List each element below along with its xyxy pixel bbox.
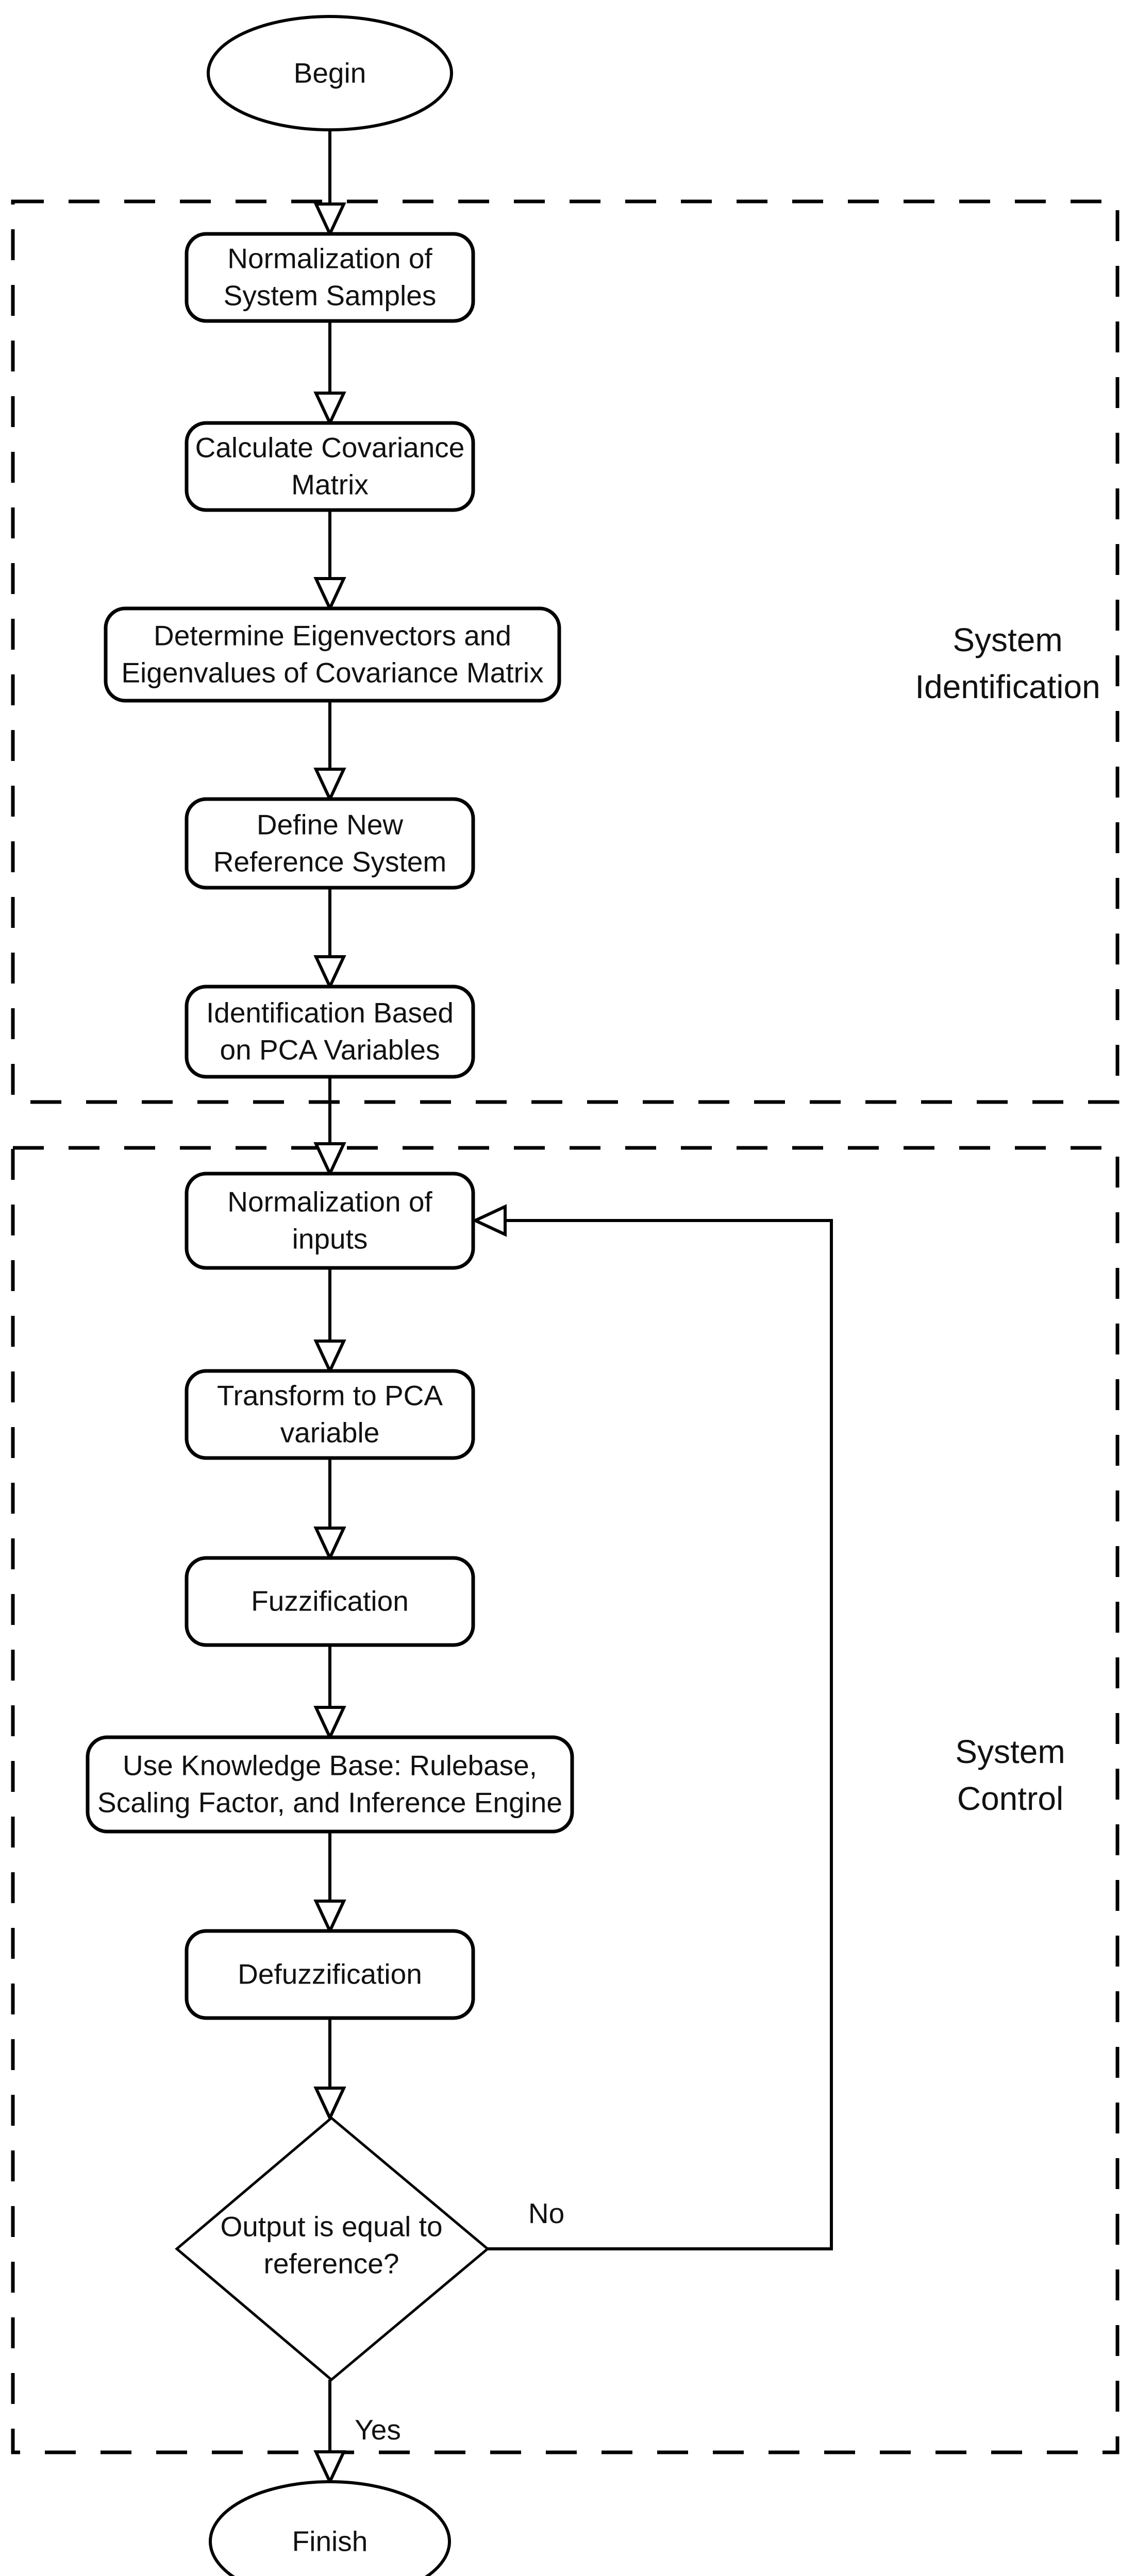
edge-decision-no-loop [488, 1219, 833, 2250]
arrowhead-into-decision [316, 2088, 344, 2118]
normalization-inputs-label: Normalization of inputs [227, 1185, 432, 1255]
process-box-determine-eigenvectors [104, 606, 561, 703]
arrowhead-into-reference [316, 769, 344, 799]
decision-diamond-shape [175, 2116, 490, 2382]
arrowhead-into-normalization-samples [316, 204, 344, 234]
process-box-defuzzification [185, 1929, 475, 2020]
process-box-identification-pca [185, 985, 475, 1079]
process-box-normalization-samples [185, 232, 475, 323]
begin-terminator-shape [207, 15, 453, 131]
arrowhead-into-fuzzification [316, 1528, 344, 1558]
finish-label: Finish [292, 2525, 368, 2557]
arrowhead-loop-into-norm-inputs [475, 1207, 505, 1234]
system-control-region-label: System Control [955, 1733, 1065, 1817]
knowledge-base-label: Use Knowledge Base: Rulebase, Scaling Fa… [97, 1749, 562, 1819]
arrowhead-into-transform [316, 1341, 344, 1371]
arrowhead-into-defuzzification [316, 1901, 344, 1931]
decision-label: Output is equal to reference? [220, 2210, 443, 2280]
process-box-define-reference [185, 797, 475, 890]
connector-lines [328, 130, 833, 2453]
determine-eigenvectors-label: Determine Eigenvectors and Eigenvalues o… [121, 619, 544, 689]
arrowhead-into-identification [316, 957, 344, 987]
process-box-fuzzification [185, 1556, 475, 1647]
define-reference-label: Define New Reference System [213, 808, 447, 878]
arrowhead-into-norm-inputs [316, 1144, 344, 1174]
decision-yes-branch-label: Yes [355, 2414, 401, 2446]
arrowhead-into-finish [316, 2452, 344, 2482]
normalization-samples-label: Normalization of System Samples [223, 242, 437, 312]
finish-terminator-shape [209, 2480, 451, 2576]
transform-pca-label: Transform to PCA variable [216, 1379, 443, 1449]
process-box-knowledge-base [86, 1735, 574, 1834]
defuzzification-label: Defuzzification [238, 1958, 422, 1990]
process-box-normalization-inputs [185, 1172, 475, 1270]
arrowhead-into-covariance [316, 393, 344, 423]
identification-pca-label: Identification Based on PCA Variables [206, 996, 454, 1066]
begin-label: Begin [293, 57, 366, 89]
system-identification-region-label: System Identification [915, 621, 1100, 705]
process-box-calculate-covariance [185, 421, 475, 512]
decision-no-branch-label: No [528, 2197, 565, 2229]
arrowhead-into-knowledge [316, 1707, 344, 1737]
arrowhead-into-eigen [316, 579, 344, 608]
fuzzification-label: Fuzzification [251, 1585, 409, 1617]
calculate-covariance-label: Calculate Covariance Matrix [195, 431, 465, 501]
process-box-transform-pca [185, 1369, 475, 1460]
system-control-region-border [11, 1146, 1120, 2454]
